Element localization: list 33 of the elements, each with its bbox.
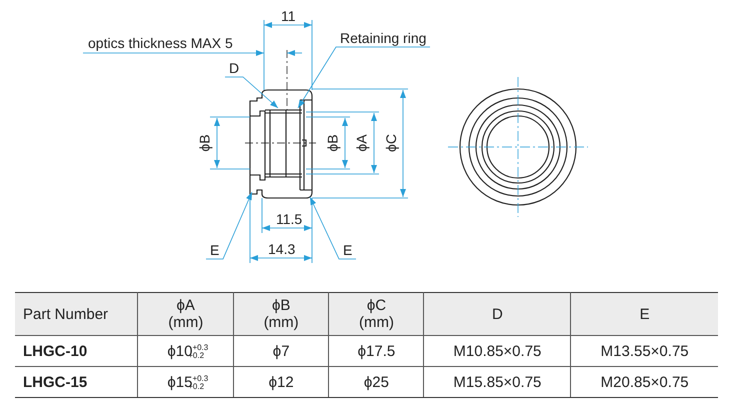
table-cell: M20.85×0.75 [570,366,718,398]
leader-line [224,76,278,108]
table-cell: M10.85×0.75 [424,336,571,366]
leader-line [298,46,430,108]
part-number-cell: LHGC-15 [15,366,138,398]
leader-label: Retaining ring [340,30,426,46]
leader-line [310,196,356,260]
dimension-note: optics thickness MAX 5 [88,35,233,51]
dimension-label: 14.3 [268,241,296,257]
column-header: ϕA (mm) [138,292,234,336]
column-header: D [424,292,571,336]
table-cell: M13.55×0.75 [570,336,718,366]
dimension-label: 11.5 [276,211,302,227]
part-number-cell: LHGC-10 [15,336,138,366]
leader-label: D [229,60,240,76]
dimension-label: 11 [281,8,296,24]
column-header: Part Number [15,292,138,336]
dimension-label: ϕA [354,134,370,152]
dimension-label: ϕB [196,134,213,152]
table-cell: M15.85×0.75 [424,366,571,398]
leader-line [206,192,252,260]
column-header: E [570,292,718,336]
column-header: ϕB (mm) [233,292,329,336]
leader-label: E [343,242,352,258]
leader-label: E [210,242,220,258]
dimension-label: ϕB [324,134,341,152]
column-header: ϕC (mm) [328,292,424,336]
table-cell: ϕ17.5 [328,336,424,366]
table-cell: ϕ7 [233,336,329,366]
retainer-side-view-drawing [244,50,316,199]
table-cell: ϕ25 [328,366,424,398]
table-cell: ϕ12 [233,366,329,398]
dimension-label: ϕC [382,134,399,152]
